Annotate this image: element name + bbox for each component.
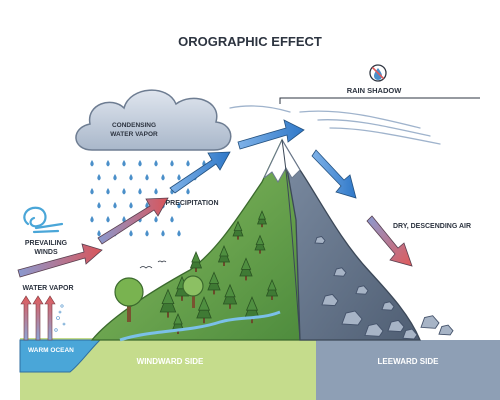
rain-drop [122,216,126,223]
rock [402,328,418,340]
rain-drop [154,188,158,195]
leeward-ground [316,340,500,400]
rain-drop [97,174,101,181]
dry-descending-arrow [366,215,413,267]
rain-drop [177,174,181,181]
rain-drop [145,174,149,181]
prevailing-winds-line1: PREVAILING [25,240,68,247]
rock [355,285,369,295]
rain-drop [129,230,133,237]
pine-tree [159,288,177,318]
wispy-clouds [229,105,441,145]
pine-tree [239,257,253,281]
pine-tree [196,296,212,324]
rain-drop [129,202,133,209]
rain-drop [186,160,190,167]
rain-drop [113,202,117,209]
condensing-label-line2: WATER VAPOR [110,131,158,138]
rain-shadow-label: RAIN SHADOW [347,86,403,95]
rain-drop [138,160,142,167]
warm-ocean-label: WARM OCEAN [28,347,74,354]
pine-tree [254,234,266,254]
diagram-title: OROGRAPHIC EFFECT [178,34,322,49]
rain-drop [97,230,101,237]
pine-tree [217,244,231,266]
river [119,310,281,342]
windward-trees [159,210,279,334]
vapor-up-arrow [32,295,44,341]
rain-drop [177,202,181,209]
rain-drop [122,188,126,195]
rock [314,236,326,244]
vapor-up-arrow [20,295,32,341]
rock [321,293,339,307]
rain-drop [113,174,117,181]
rain-drop [154,216,158,223]
condensing-cloud [75,89,232,151]
rain-drop [129,174,133,181]
rising-air-arrow-2 [169,151,231,194]
leeward-side-label: LEEWARD SIDE [378,357,440,366]
rain-drop [90,188,94,195]
no-rain-icon [369,64,387,82]
warm-ocean [19,339,102,373]
rock [341,310,363,326]
condensing-label-line1: CONDENSING [112,122,156,129]
rain-shadow-bracket [279,97,480,104]
pine-tree [232,220,244,240]
rock [438,324,454,336]
windward-side-label: WINDWARD SIDE [137,357,204,366]
rain-drop [170,160,174,167]
rain-drop [161,174,165,181]
rain-drop [170,216,174,223]
rain-drops [90,160,206,237]
rain-drop [145,230,149,237]
water-vapor-arrows [20,295,56,341]
descending-air-arrow-1 [311,149,357,199]
vapor-bubbles [54,304,66,332]
water-vapor-label: WATER VAPOR [22,285,73,292]
vapor-up-arrow [44,295,56,341]
rain-drop [106,216,110,223]
birds [139,260,167,269]
rock [387,319,405,333]
dry-air-label: DRY, DESCENDING AIR [393,223,471,230]
rock [381,301,395,311]
summit-arrow [237,119,305,150]
pine-tree [207,271,221,295]
rain-drop [161,230,165,237]
rain-drop [138,188,142,195]
rock [364,323,384,337]
rising-air-arrow-1 [97,197,169,245]
rain-drop [186,188,190,195]
rain-drop [106,160,110,167]
rock [333,267,347,277]
wind-swirl-icon [23,206,64,234]
pine-tree [189,250,203,272]
prevailing-wind-arrow [17,243,103,278]
rain-drop [90,160,94,167]
deciduous-trees [114,275,204,322]
pine-tree [265,278,279,300]
precipitation-label: PRECIPITATION [165,200,218,207]
leeward-rocks [314,236,454,340]
rain-drop [106,188,110,195]
rain-drop [122,160,126,167]
rock [420,315,440,329]
pine-tree [257,210,267,228]
pine-tree [171,312,185,334]
rain-drop [97,202,101,209]
rain-drop [154,160,158,167]
pine-tree [222,283,238,309]
rain-drop [177,230,181,237]
prevailing-winds-line2: WINDS [34,249,58,256]
rain-drop [90,216,94,223]
